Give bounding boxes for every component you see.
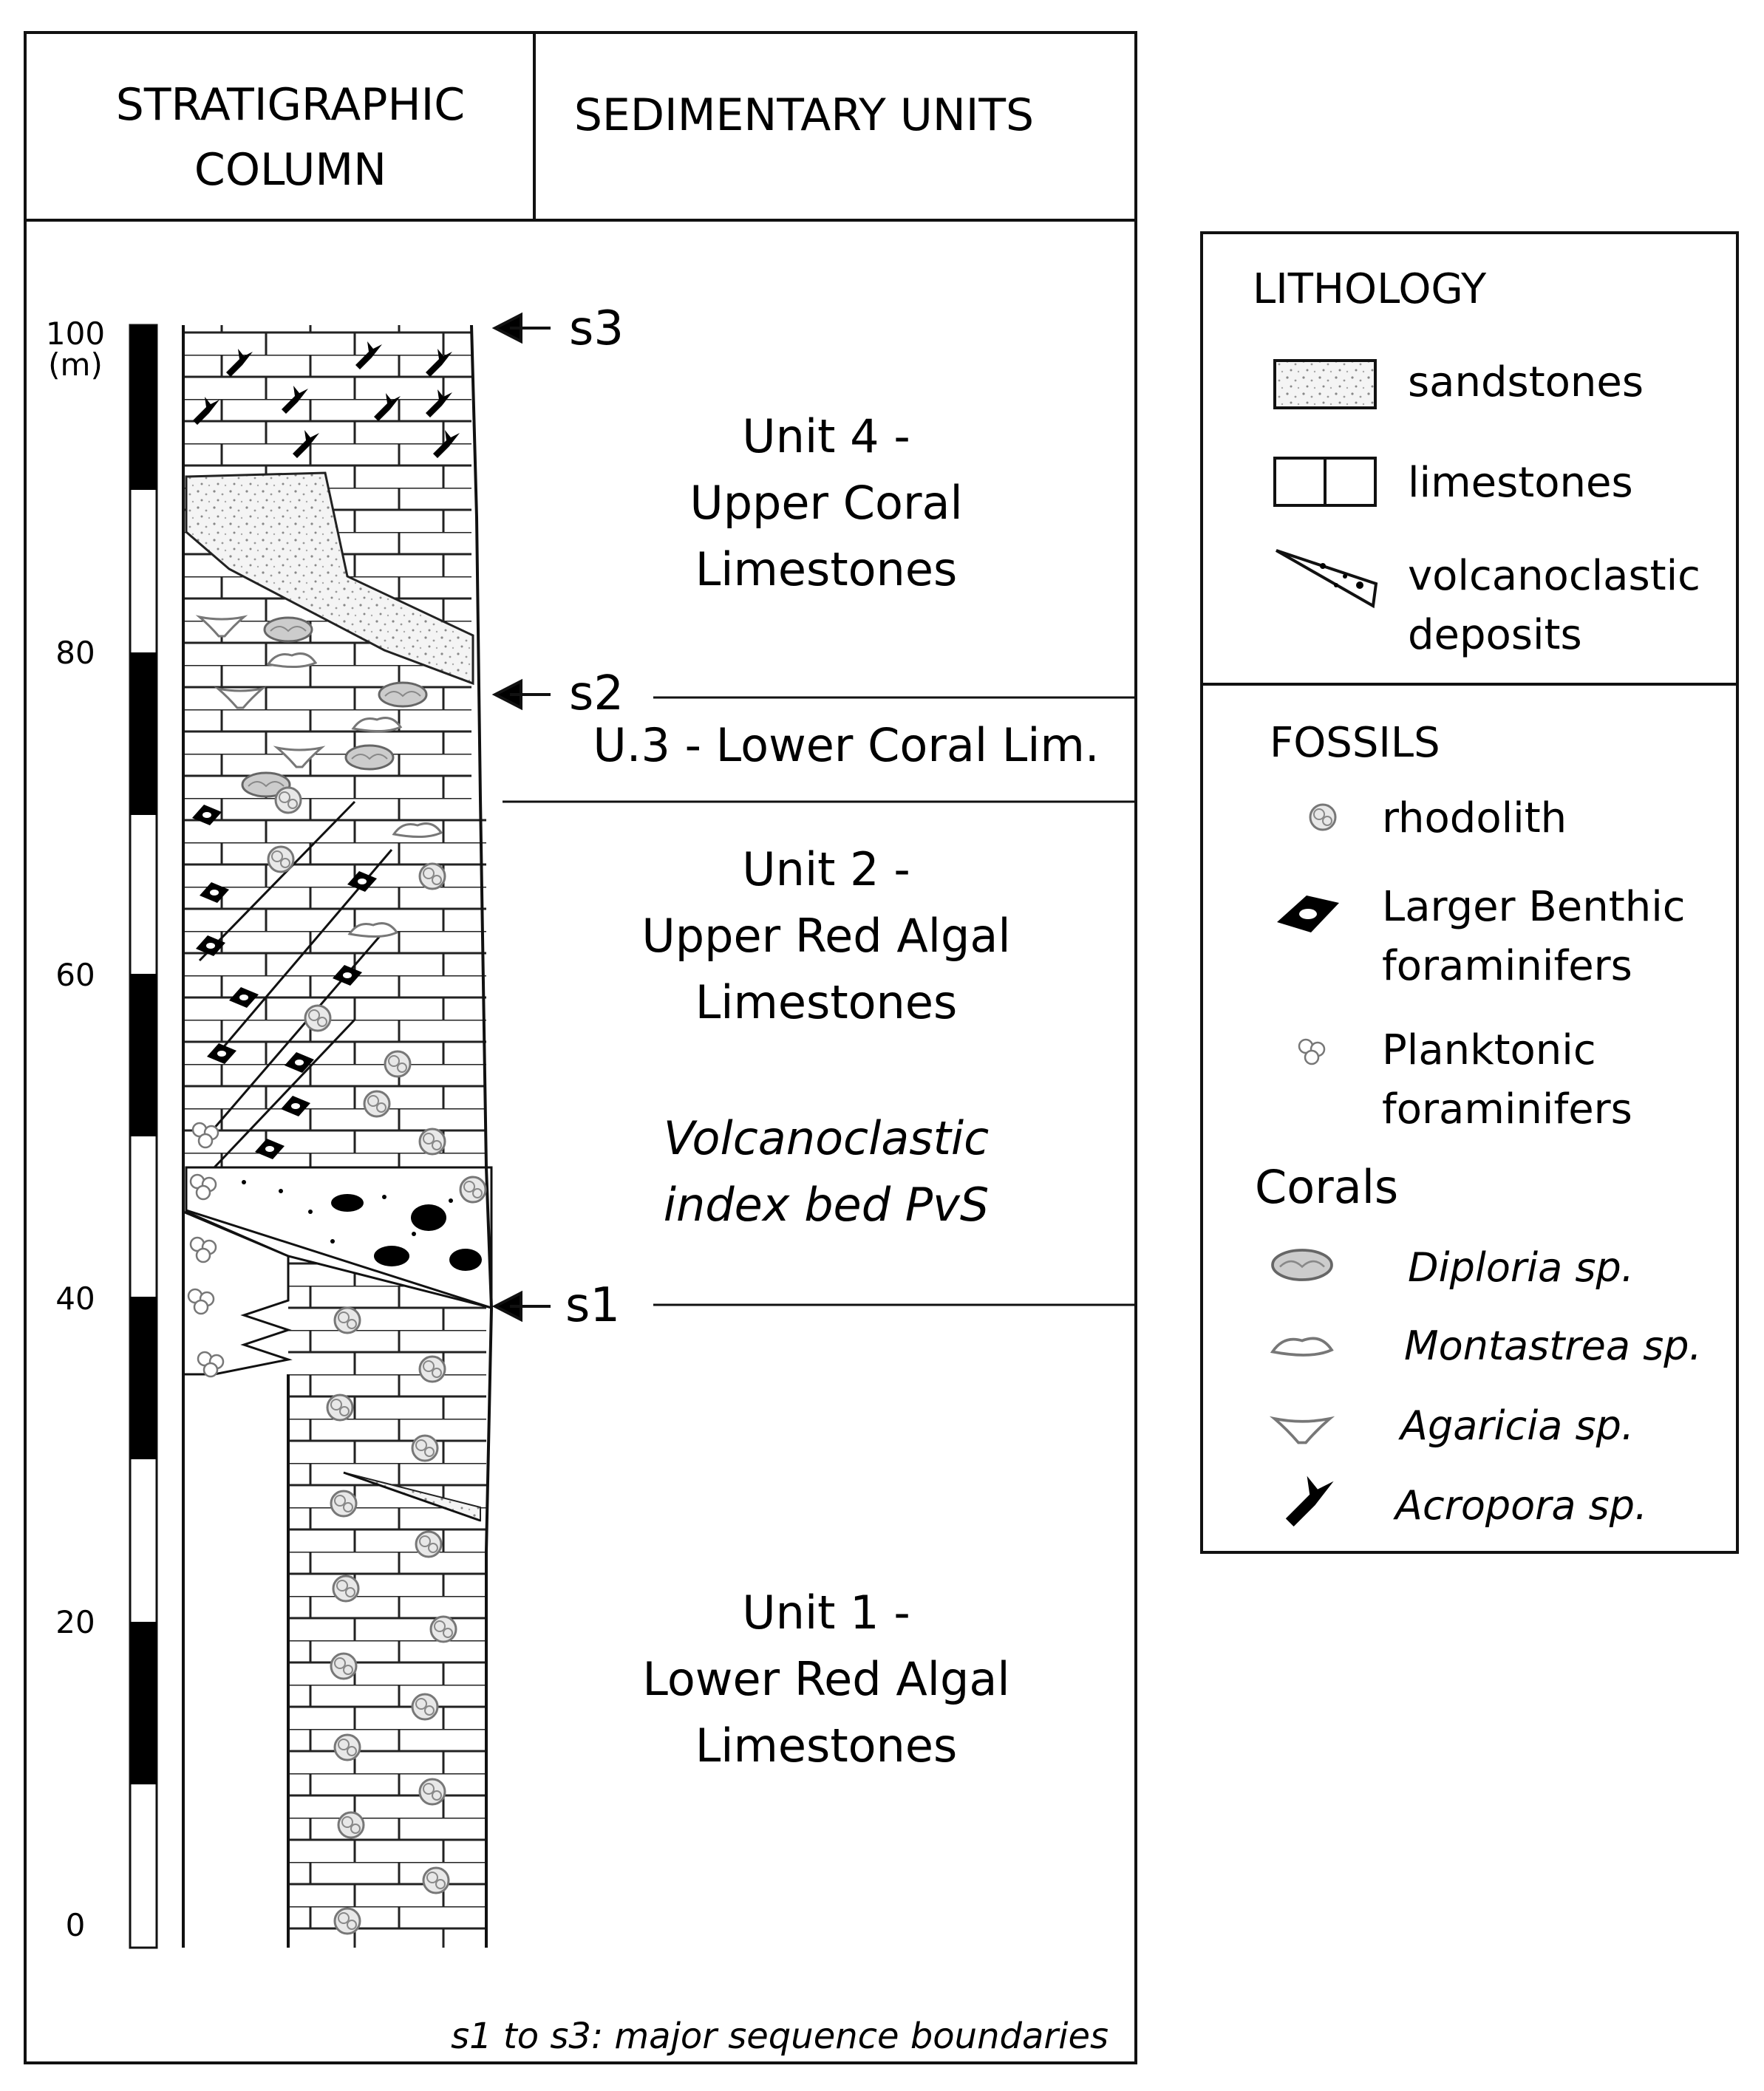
rhodolith-label: rhodolith: [1382, 794, 1567, 842]
boundary-s1: [491, 1290, 1136, 1323]
volcanoclastic-label-1: volcanoclastic: [1408, 552, 1700, 600]
scale-bar: [129, 324, 158, 1949]
main-frame: [24, 31, 1137, 2064]
unit4-line1: Unit 4 -: [742, 409, 910, 463]
volcanoclastic-label-2: deposits: [1408, 611, 1582, 659]
diploria-label: Diploria sp.: [1408, 1244, 1634, 1291]
tick-100: 100: [46, 315, 105, 352]
limestone-swatch: [1273, 457, 1377, 507]
unit1-limestone: [288, 1256, 486, 1948]
lbf-label-1: Larger Benthic: [1382, 883, 1686, 931]
unit3-limestone: [183, 695, 471, 802]
stratigraphic-column: [182, 324, 494, 1948]
sandstone-swatch: [1273, 359, 1377, 409]
planktonic-foraminifer-icon: [1298, 1038, 1326, 1065]
tick-20: 20: [55, 1604, 95, 1640]
tick-60: 60: [55, 957, 95, 993]
legend-box: [1200, 231, 1739, 1554]
header-stratigraphic: STRATIGRAPHIC: [116, 79, 465, 131]
pvs-line1: Volcanoclastic: [664, 1111, 989, 1165]
fossils-title: FOSSILS: [1270, 719, 1440, 767]
pf-label-2: foraminifers: [1382, 1085, 1632, 1133]
larger-benthic-foraminifer-icon: [1277, 896, 1339, 932]
sandstones-label: sandstones: [1408, 358, 1644, 406]
header-sedimentary-units: SEDIMENTARY UNITS: [574, 89, 1034, 141]
boundaries-note: s1 to s3: major sequence boundaries: [451, 2016, 1109, 2057]
unit2-line1: Unit 2 -: [742, 842, 910, 896]
tick-40: 40: [55, 1280, 95, 1317]
s3-label: s3: [569, 301, 624, 356]
s2-label: s2: [569, 666, 624, 721]
limestones-label: limestones: [1408, 459, 1633, 507]
volcanoclastic-swatch: [1276, 549, 1378, 609]
acropora-icon: [1285, 1476, 1334, 1527]
volcanoclastic-bed: [185, 1166, 493, 1309]
unit1-line2: Lower Red Algal: [642, 1652, 1009, 1706]
diploria-icon: [1271, 1249, 1333, 1281]
unit2-line3: Limestones: [695, 975, 958, 1029]
montastrea-label: Montastrea sp.: [1404, 1323, 1702, 1369]
agaricia-icon: [1273, 1417, 1332, 1444]
pf-label-1: Planktonic: [1382, 1026, 1596, 1074]
header-column: COLUMN: [194, 144, 386, 196]
lithology-title: LITHOLOGY: [1253, 265, 1487, 313]
tick-unit: (m): [48, 347, 103, 383]
acropora-label: Acropora sp.: [1393, 1482, 1647, 1529]
sandstone-wedge: [185, 471, 474, 686]
s1-label: s1: [565, 1278, 620, 1333]
rhodolith-icon: [1309, 803, 1337, 831]
boundary-s2: [491, 678, 1136, 711]
unit1-line3: Limestones: [695, 1719, 958, 1773]
agaricia-label: Agaricia sp.: [1398, 1402, 1634, 1449]
montastrea-icon: [1271, 1337, 1333, 1357]
tick-80: 80: [55, 635, 95, 671]
unit1-line1: Unit 1 -: [742, 1586, 910, 1640]
unit2-limestone: [183, 802, 486, 1171]
unit4-line2: Upper Coral: [689, 476, 962, 530]
pvs-line2: index bed PvS: [664, 1178, 989, 1232]
corals-title: Corals: [1255, 1160, 1398, 1214]
unit4-line3: Limestones: [695, 542, 958, 596]
lbf-label-2: foraminifers: [1382, 942, 1632, 990]
boundary-s3: [491, 312, 551, 344]
unit3-label: U.3 - Lower Coral Lim.: [593, 718, 1099, 772]
tick-0: 0: [66, 1907, 86, 1943]
unit2-line2: Upper Red Algal: [641, 909, 1010, 963]
